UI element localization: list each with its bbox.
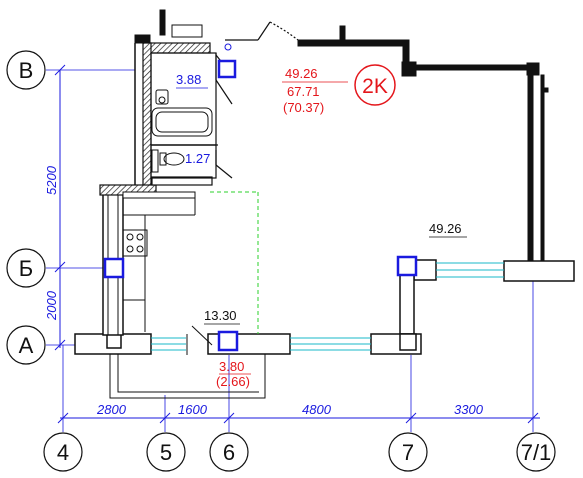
apartment-summary: 49.26 67.71 (70.37) 2K bbox=[282, 64, 396, 115]
dimension-lines bbox=[54, 64, 540, 424]
dimension-labels: 5200 2000 2800 1600 4800 3300 bbox=[44, 165, 484, 417]
walls bbox=[74, 9, 575, 355]
toilet-area: 1.27 bbox=[185, 151, 210, 166]
axis-label-v: В bbox=[19, 58, 34, 83]
balcony-reduced-area: (2.66) bbox=[216, 374, 250, 389]
row-axis-bubbles bbox=[6, 50, 46, 365]
kitchen-zone-boundary bbox=[210, 191, 259, 334]
axis-bubble-v bbox=[6, 50, 46, 90]
partitions bbox=[150, 21, 299, 179]
door-swing bbox=[186, 325, 213, 355]
balcony-outline bbox=[109, 354, 266, 399]
axis-label-a: А bbox=[19, 333, 34, 358]
axis-label-4: 4 bbox=[57, 440, 69, 465]
axis-label-5: 5 bbox=[160, 440, 172, 465]
dimension-2000: 2000 bbox=[44, 290, 59, 321]
dimension-3300: 3300 bbox=[454, 402, 484, 417]
column-axis-labels: 4 5 6 7 7/1 bbox=[57, 440, 551, 465]
sink-icon bbox=[224, 43, 232, 51]
kitchen-living-area: 13.30 bbox=[204, 308, 237, 323]
axis-label-7: 7 bbox=[402, 440, 414, 465]
room-labels: 3.88 1.27 13.30 49.26 3.80 (2.66) bbox=[176, 72, 467, 389]
total-area-label: 67.71 bbox=[287, 84, 320, 99]
bathroom-area: 3.88 bbox=[176, 72, 201, 87]
toilet-icon bbox=[151, 149, 185, 173]
total-area-with-balcony-label: (70.37) bbox=[283, 100, 324, 115]
dimension-5200: 5200 bbox=[44, 165, 59, 195]
kitchen-counter bbox=[123, 198, 196, 332]
windows bbox=[151, 262, 504, 351]
column-axis-bubbles bbox=[43, 432, 556, 472]
row-axis-labels: В Б А bbox=[19, 58, 34, 358]
living-area-label: 49.26 bbox=[285, 66, 318, 81]
grid-axis-lines bbox=[46, 69, 534, 432]
axis-label-7-1: 7/1 bbox=[521, 440, 552, 465]
apartment-type-label: 2K bbox=[362, 75, 388, 98]
dimension-2800: 2800 bbox=[96, 402, 127, 417]
bathtub-icon bbox=[151, 89, 213, 137]
dimension-4800: 4800 bbox=[302, 402, 332, 417]
main-room-area: 49.26 bbox=[429, 221, 462, 236]
stove-icon bbox=[122, 229, 148, 257]
axis-bubble-b bbox=[6, 248, 46, 288]
axis-bubble-a bbox=[6, 325, 46, 365]
axis-label-6: 6 bbox=[223, 440, 235, 465]
axis-label-b: Б bbox=[19, 256, 33, 281]
apartment-type-badge bbox=[354, 64, 396, 106]
structural-columns bbox=[103, 59, 418, 352]
dimension-1600: 1600 bbox=[178, 402, 208, 417]
balcony-area: 3.80 bbox=[219, 359, 244, 374]
